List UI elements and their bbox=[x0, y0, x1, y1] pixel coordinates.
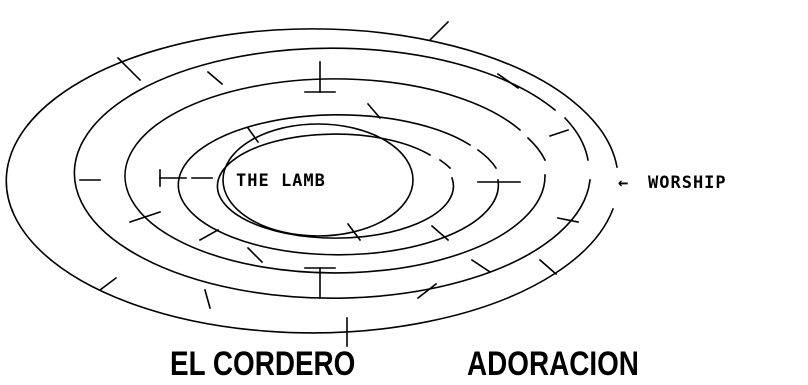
maze-ring-2 bbox=[74, 48, 590, 298]
caption-right: ADORACION bbox=[467, 344, 639, 384]
maze-ring-4 bbox=[178, 115, 498, 255]
caption-left: EL CORDERO bbox=[170, 344, 355, 384]
entrance-arrow-icon: ← bbox=[618, 173, 629, 193]
maze-center-label: THE LAMB bbox=[236, 171, 326, 191]
maze-entrance-label: WORSHIP bbox=[648, 173, 727, 193]
maze-ring-3 bbox=[125, 79, 545, 273]
